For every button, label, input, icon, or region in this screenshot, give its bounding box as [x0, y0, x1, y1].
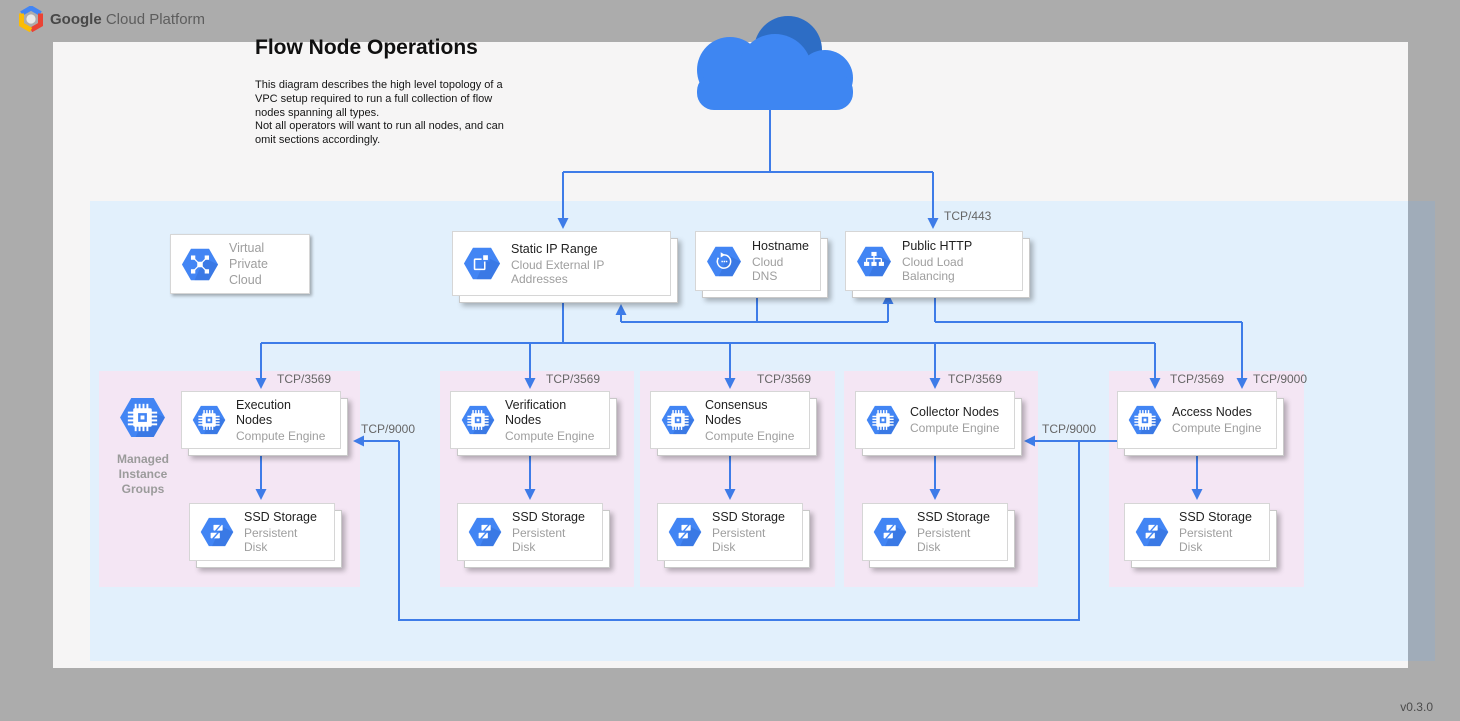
collector-ssd-subtitle: Persistent Disk	[917, 526, 971, 554]
access-nodes-card: Access Nodes Compute Engine	[1117, 391, 1277, 449]
access-nodes-subtitle: Compute Engine	[1172, 421, 1262, 435]
consensus-ssd-title: SSD Storage	[712, 510, 785, 524]
tcp-3569-label-collector: TCP/3569	[948, 372, 1003, 386]
hostname-subtitle: Cloud DNS	[752, 255, 784, 283]
persistent-disk-icon	[200, 517, 234, 547]
verification-ssd-title: SSD Storage	[512, 510, 585, 524]
vpc-zone-overhang	[1408, 201, 1435, 661]
collector-ssd-title: SSD Storage	[917, 510, 990, 524]
verification-nodes-card: Verification Nodes Compute Engine	[450, 391, 610, 449]
persistent-disk-icon	[468, 517, 502, 547]
tcp-9000-label-collector: TCP/9000	[1042, 422, 1097, 436]
compute-engine-icon	[866, 405, 900, 435]
verification-nodes-subtitle: Compute Engine	[505, 428, 595, 443]
collector-nodes-card: Collector Nodes Compute Engine	[855, 391, 1015, 449]
tcp-443-label: TCP/443	[944, 209, 992, 223]
brand-google: Google	[50, 11, 102, 28]
page-title: Flow Node Operations	[255, 36, 478, 59]
cloud-dns-icon	[706, 246, 742, 277]
managed-instance-groups-label: Managed Instance Groups	[116, 452, 169, 496]
diagram-description: This diagram describes the high level to…	[255, 79, 504, 147]
cloud-load-balancing-icon	[856, 246, 892, 277]
execution-ssd-subtitle: Persistent Disk	[244, 526, 298, 554]
collector-nodes-title: Collector Nodes	[910, 405, 999, 419]
version-label: v0.3.0	[1400, 700, 1433, 714]
compute-engine-icon	[661, 405, 695, 435]
tcp-3569-label-execution: TCP/3569	[277, 372, 332, 386]
tcp-3569-label-access: TCP/3569	[1170, 372, 1225, 386]
execution-ssd-title: SSD Storage	[244, 510, 317, 524]
execution-ssd-card: SSD Storage Persistent Disk	[189, 503, 335, 561]
vpc-card-label: Virtual Private Cloud	[229, 241, 268, 287]
gcp-hexagon-logo	[19, 6, 43, 32]
consensus-nodes-title: Consensus Nodes	[705, 397, 768, 427]
execution-nodes-subtitle: Compute Engine	[236, 428, 326, 443]
static-ip-range-card: Static IP Range Cloud External IP Addres…	[452, 231, 671, 296]
virtual-private-cloud-card: Virtual Private Cloud	[170, 234, 310, 294]
collector-nodes-subtitle: Compute Engine	[910, 421, 1000, 435]
tcp-9000-label-access: TCP/9000	[1253, 372, 1308, 386]
execution-nodes-title: Execution Nodes	[236, 397, 291, 427]
consensus-nodes-card: Consensus Nodes Compute Engine	[650, 391, 810, 449]
access-ssd-title: SSD Storage	[1179, 510, 1252, 524]
brand-text: Google Cloud Platform	[50, 11, 205, 28]
cloud-icon	[697, 16, 853, 110]
verification-nodes-title: Verification Nodes	[505, 397, 567, 427]
static-ip-subtitle: Cloud External IP Addresses	[511, 257, 605, 286]
hostname-card: Hostname Cloud DNS	[695, 231, 821, 291]
access-ssd-subtitle: Persistent Disk	[1179, 526, 1233, 554]
public-http-subtitle: Cloud Load Balancing	[902, 255, 964, 283]
tcp-3569-label-verification: TCP/3569	[546, 372, 601, 386]
compute-engine-icon	[1128, 405, 1162, 435]
static-ip-title: Static IP Range	[511, 241, 598, 256]
persistent-disk-icon	[873, 517, 907, 547]
managed-instance-groups-icon	[119, 397, 166, 438]
compute-engine-icon	[461, 405, 495, 435]
verification-ssd-subtitle: Persistent Disk	[512, 526, 566, 554]
consensus-ssd-card: SSD Storage Persistent Disk	[657, 503, 803, 561]
verification-ssd-card: SSD Storage Persistent Disk	[457, 503, 603, 561]
persistent-disk-icon	[1135, 517, 1169, 547]
consensus-ssd-subtitle: Persistent Disk	[712, 526, 766, 554]
collector-ssd-card: SSD Storage Persistent Disk	[862, 503, 1008, 561]
persistent-disk-icon	[668, 517, 702, 547]
tcp-3569-label-consensus: TCP/3569	[757, 372, 812, 386]
virtual-private-cloud-icon	[181, 248, 219, 281]
tcp-9000-label-execution: TCP/9000	[361, 422, 416, 436]
execution-nodes-card: Execution Nodes Compute Engine	[181, 391, 341, 449]
public-http-card: Public HTTP Cloud Load Balancing	[845, 231, 1023, 291]
hostname-title: Hostname	[752, 239, 809, 253]
brand-cloud-platform: Cloud Platform	[101, 11, 206, 28]
external-ip-icon	[463, 247, 501, 280]
compute-engine-icon	[192, 405, 226, 435]
access-ssd-card: SSD Storage Persistent Disk	[1124, 503, 1270, 561]
consensus-nodes-subtitle: Compute Engine	[705, 428, 795, 443]
access-nodes-title: Access Nodes	[1172, 405, 1252, 419]
public-http-title: Public HTTP	[902, 239, 973, 253]
